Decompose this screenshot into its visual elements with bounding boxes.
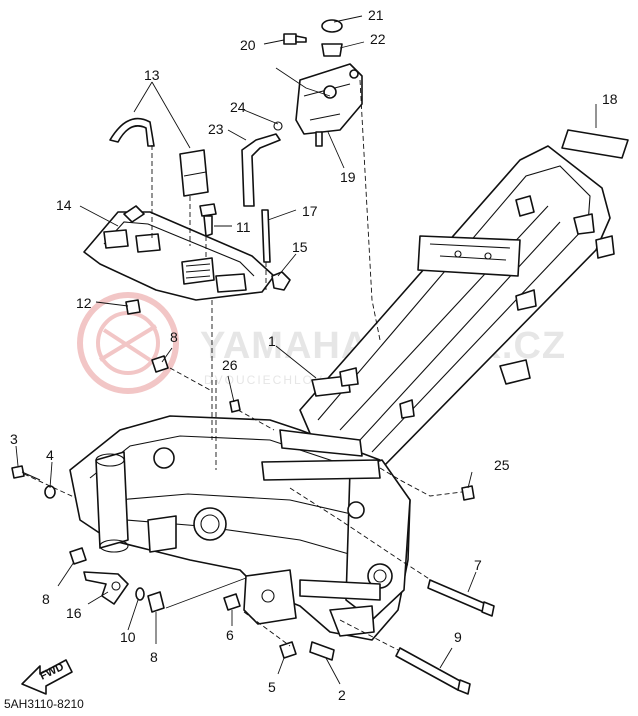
bolt-20 <box>283 33 307 45</box>
main-frame <box>69 145 615 641</box>
clip-24 <box>273 121 283 131</box>
callout-8-lower: 8 <box>150 649 158 665</box>
callout-6: 6 <box>226 627 234 643</box>
callout-13: 13 <box>144 67 160 83</box>
callout-18: 18 <box>602 91 618 107</box>
callout-11: 11 <box>236 219 251 235</box>
callout-16: 16 <box>66 605 82 621</box>
seat-pad-18 <box>561 129 629 159</box>
callout-15: 15 <box>292 239 308 255</box>
callout-23: 23 <box>208 121 224 137</box>
bolt-2 <box>309 641 335 661</box>
damper-8-lower-right <box>147 591 165 613</box>
reservoir-tank <box>295 63 363 147</box>
nut-15 <box>271 271 291 291</box>
callout-7: 7 <box>474 557 482 573</box>
rubber-band-upper <box>109 117 155 147</box>
callout-4: 4 <box>46 447 54 463</box>
bolt-9 <box>395 647 471 695</box>
callout-3: 3 <box>10 431 18 447</box>
callout-1: 1 <box>268 333 276 349</box>
rubber-band-lower <box>179 149 209 197</box>
bolt-11 <box>199 203 217 237</box>
callout-14: 14 <box>56 197 72 213</box>
callout-2: 2 <box>338 687 346 703</box>
screw-26 <box>229 399 241 413</box>
callout-9: 9 <box>454 629 462 645</box>
holder-17 <box>261 209 271 263</box>
callout-21: 21 <box>368 7 384 23</box>
bracket-16 <box>83 571 129 605</box>
leader-lines <box>15 15 597 685</box>
washer-10 <box>135 587 145 601</box>
bolt-25 <box>461 485 475 501</box>
callout-25: 25 <box>494 457 510 473</box>
callout-22: 22 <box>370 31 386 47</box>
diagram-code: 5AH3110-8210 <box>4 697 84 711</box>
callout-5: 5 <box>268 679 276 695</box>
bolt-3 <box>11 465 41 481</box>
damper-8-upper <box>151 355 169 373</box>
cap-21 <box>321 19 343 33</box>
nut-5 <box>279 641 297 659</box>
callout-12: 12 <box>76 295 92 311</box>
forward-arrow-icon: FWD <box>21 659 73 695</box>
damper-8-lower-left <box>69 547 87 565</box>
callout-17: 17 <box>302 203 318 219</box>
damper-12 <box>125 299 141 315</box>
hose-23 <box>241 133 281 207</box>
callout-24: 24 <box>230 99 246 115</box>
grommet-22 <box>321 43 343 57</box>
bolt-7 <box>427 579 495 617</box>
callouts: 1 2 3 4 5 6 7 8 8 8 9 10 11 12 13 14 15 … <box>10 7 618 703</box>
callout-8-left: 8 <box>42 591 50 607</box>
collar-6 <box>223 593 241 611</box>
callout-8-upper: 8 <box>170 329 178 345</box>
callout-19: 19 <box>340 169 356 185</box>
callout-26: 26 <box>222 357 238 373</box>
callout-20: 20 <box>240 37 256 53</box>
battery-box <box>83 205 275 301</box>
callout-10: 10 <box>120 629 136 645</box>
